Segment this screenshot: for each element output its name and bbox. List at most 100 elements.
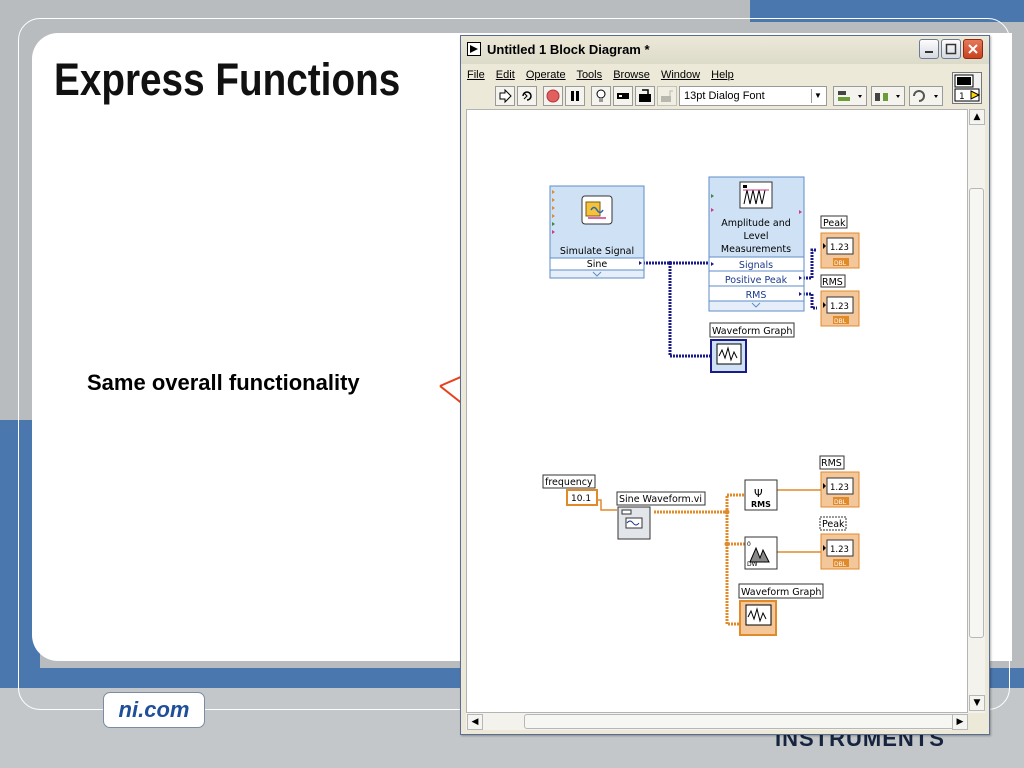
wire-junction [724, 509, 730, 515]
step-out-button[interactable] [657, 86, 677, 106]
waveform-peak-function[interactable]: 0 DW [744, 536, 778, 570]
waveform-graph-bottom[interactable]: Waveform Graph [738, 583, 824, 636]
simulate-signal-express-vi[interactable]: Simulate Signal Sine [549, 185, 645, 279]
rms-function-label: RMS [751, 500, 771, 509]
dynamic-data-wire-3 [803, 248, 817, 280]
amplitude-level-express-vi[interactable]: Amplitude and Level Measurements Signals… [708, 176, 805, 312]
highlight-execution-button[interactable] [591, 86, 611, 106]
scroll-left-button[interactable]: ◀ [467, 714, 483, 730]
slide-subtitle: Same overall functionality [87, 370, 360, 395]
rms-indicator-bottom-label: RMS [821, 458, 842, 469]
menu-window[interactable]: Window [660, 69, 701, 81]
scroll-right-button[interactable]: ▶ [952, 714, 968, 730]
pause-button[interactable] [565, 86, 585, 106]
waveform-graph-top[interactable]: Waveform Graph [709, 322, 795, 373]
reorder-button[interactable] [909, 86, 943, 106]
diagram-svg: Simulate Signal Sine [542, 176, 860, 636]
maximize-button[interactable] [941, 39, 961, 59]
step-into-icon [639, 89, 651, 102]
chevron-up-icon: ▲ [973, 112, 981, 122]
labview-block-diagram-icon [467, 42, 481, 56]
rms-indicator-type: DBL [834, 318, 847, 325]
context-help-connector-pane[interactable]: 1 [952, 72, 982, 104]
terminal-rms: RMS [746, 290, 767, 301]
minimize-button[interactable] [919, 39, 939, 59]
peak-detector-icon [749, 546, 770, 563]
chevron-right-icon: ▶ [956, 717, 964, 727]
rms-indicator-bottom-type: DBL [834, 499, 847, 506]
abort-button[interactable] [543, 86, 563, 106]
terminal-positive-peak: Positive Peak [725, 275, 788, 286]
rms-indicator[interactable]: RMS 1.23 DBL [820, 274, 860, 327]
menu-tools[interactable]: Tools [576, 69, 603, 81]
dynamic-data-wire-2 [668, 263, 710, 358]
peak-indicator-bottom-label: Peak [822, 519, 845, 530]
peak-indicator-bottom-value: 1.23 [830, 545, 849, 555]
menu-edit[interactable]: Edit [495, 69, 515, 81]
menu-help[interactable]: Help [711, 69, 734, 81]
peak-indicator[interactable]: Peak 1.23 DBL [820, 215, 860, 269]
distribute-icon [875, 93, 900, 101]
context-help-value: 1 [959, 92, 965, 102]
simulate-signal-output: Sine [587, 259, 608, 270]
dynamic-data-wire-4 [803, 292, 817, 310]
amplitude-title-line3: Measurements [721, 244, 791, 255]
rms-indicator-bottom[interactable]: RMS 1.23 DBL [819, 455, 860, 508]
block-diagram-window[interactable]: Untitled 1 Block Diagram * File Edit Ope… [460, 35, 990, 735]
menu-operate[interactable]: Operate [525, 69, 566, 81]
maximize-icon [945, 43, 957, 55]
frequency-control[interactable]: frequency 10.1 [542, 474, 598, 506]
run-button[interactable] [495, 86, 515, 106]
close-button[interactable] [963, 39, 983, 59]
menu-bar: File Edit Operate Tools Browse Window He… [467, 69, 742, 85]
align-icon [838, 91, 862, 101]
reorder-icon [913, 90, 938, 102]
waveform-icon [718, 346, 738, 362]
font-selector-value: 13pt Dialog Font [684, 90, 765, 102]
frequency-control-value: 10.1 [571, 494, 591, 504]
window-titlebar[interactable]: Untitled 1 Block Diagram * [461, 36, 989, 64]
menu-file[interactable]: File [467, 69, 485, 81]
menu-browse[interactable]: Browse [613, 69, 650, 81]
pause-icon [571, 91, 579, 101]
sine-waveform-label: Sine Waveform.vi [619, 494, 702, 505]
waveform-wire-2 [725, 512, 745, 546]
svg-text:0: 0 [747, 541, 751, 548]
psi-icon: Ψ [754, 487, 763, 500]
window-title: Untitled 1 Block Diagram * [487, 42, 650, 57]
step-into-button[interactable] [635, 86, 655, 106]
font-selector[interactable]: 13pt Dialog Font ▼ [679, 86, 827, 106]
rms-indicator-bottom-value: 1.23 [830, 483, 849, 493]
wire-junction [724, 541, 730, 547]
amplitude-measurement-icon [739, 181, 773, 209]
waveform-wire-1 [654, 493, 745, 514]
simulate-signal-icon [581, 195, 613, 225]
block-diagram-canvas[interactable]: Simulate Signal Sine [466, 109, 968, 713]
stop-icon [546, 89, 560, 103]
vertical-scroll-thumb[interactable] [969, 188, 984, 638]
amplitude-title-line2: Level [743, 231, 768, 242]
run-continuously-button[interactable] [517, 86, 537, 106]
peak-indicator-bottom[interactable]: Peak 1.23 DBL [819, 516, 860, 570]
retain-wire-values-button[interactable] [613, 86, 633, 106]
horizontal-scroll-thumb[interactable] [524, 714, 954, 729]
close-icon [968, 44, 978, 54]
waveform-graph-top-label: Waveform Graph [712, 326, 792, 337]
wire-junction [668, 261, 672, 265]
rms-indicator-value: 1.23 [830, 302, 849, 312]
vi-icon: 1 [954, 74, 981, 102]
rms-function[interactable]: Ψ RMS [744, 479, 778, 511]
scroll-down-button[interactable]: ▼ [969, 695, 985, 711]
numeric-wire-frequency [598, 499, 617, 511]
chevron-left-icon: ◀ [471, 717, 479, 727]
slide-title: Express Functions [54, 54, 401, 105]
chevron-down-icon [751, 302, 761, 308]
ni-logo: ni.com [103, 692, 205, 728]
align-objects-button[interactable] [833, 86, 867, 106]
scroll-up-button[interactable]: ▲ [969, 109, 985, 125]
minimize-icon [925, 51, 933, 53]
run-continuously-icon [522, 91, 532, 101]
distribute-objects-button[interactable] [871, 86, 905, 106]
sine-waveform-vi[interactable]: Sine Waveform.vi [616, 491, 706, 540]
chevron-down-icon [592, 271, 602, 277]
